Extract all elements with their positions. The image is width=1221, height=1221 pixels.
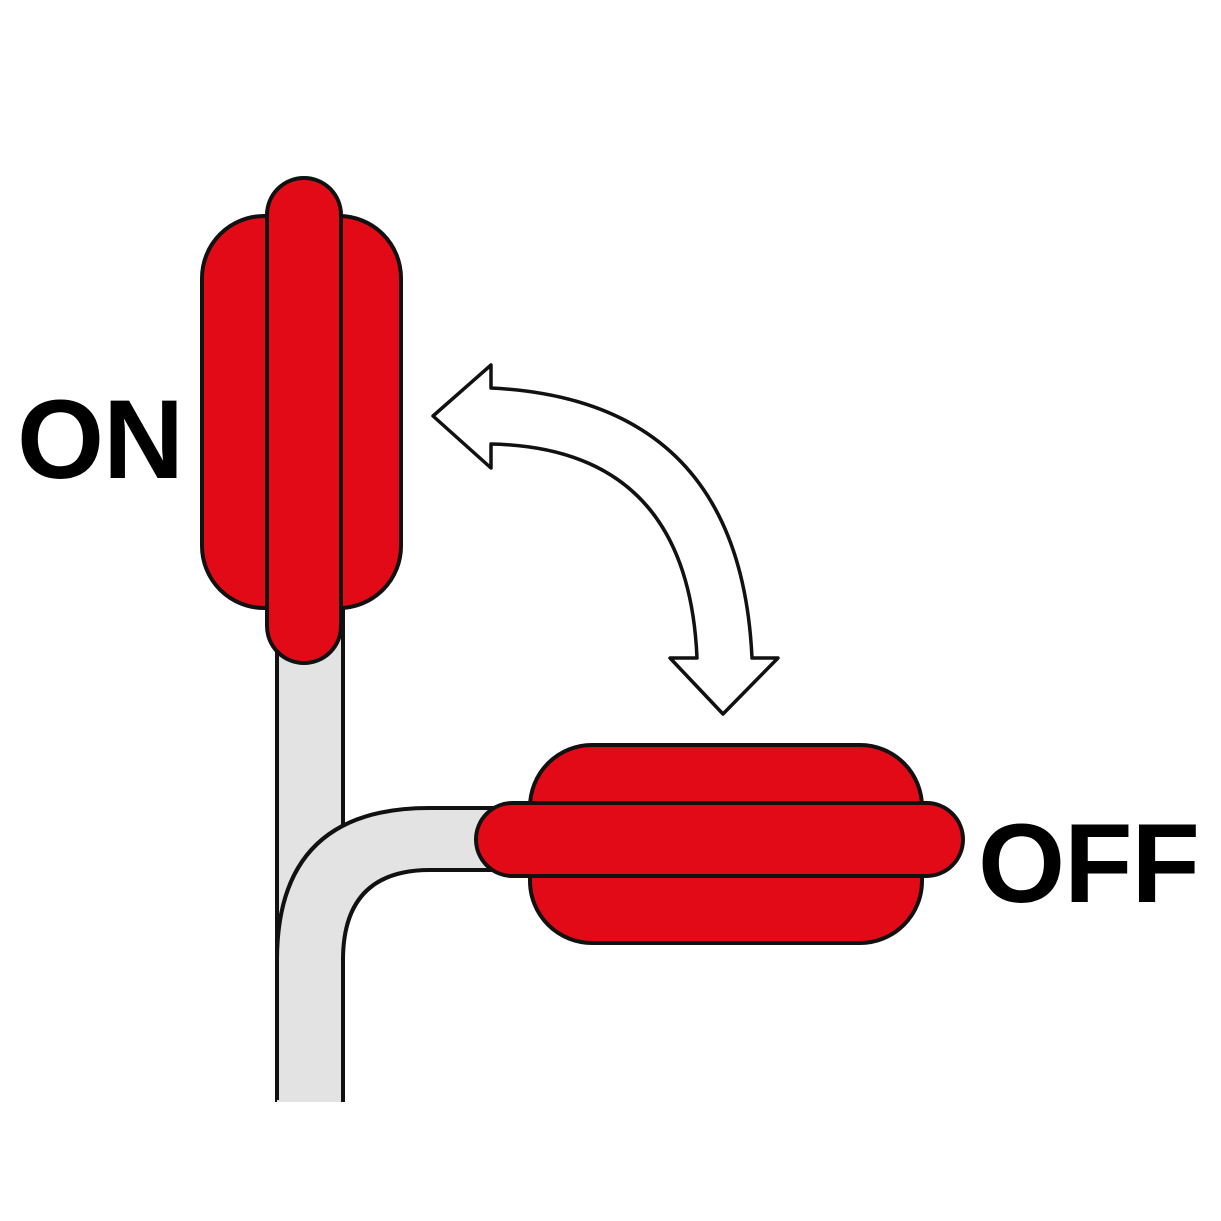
elbow-tube bbox=[275, 806, 500, 1102]
handle-off-position bbox=[474, 743, 965, 945]
handle-on-position bbox=[200, 176, 403, 665]
curved-double-arrow-icon bbox=[431, 363, 780, 716]
off-label: OFF bbox=[978, 801, 1200, 926]
on-label: ON bbox=[17, 377, 184, 502]
